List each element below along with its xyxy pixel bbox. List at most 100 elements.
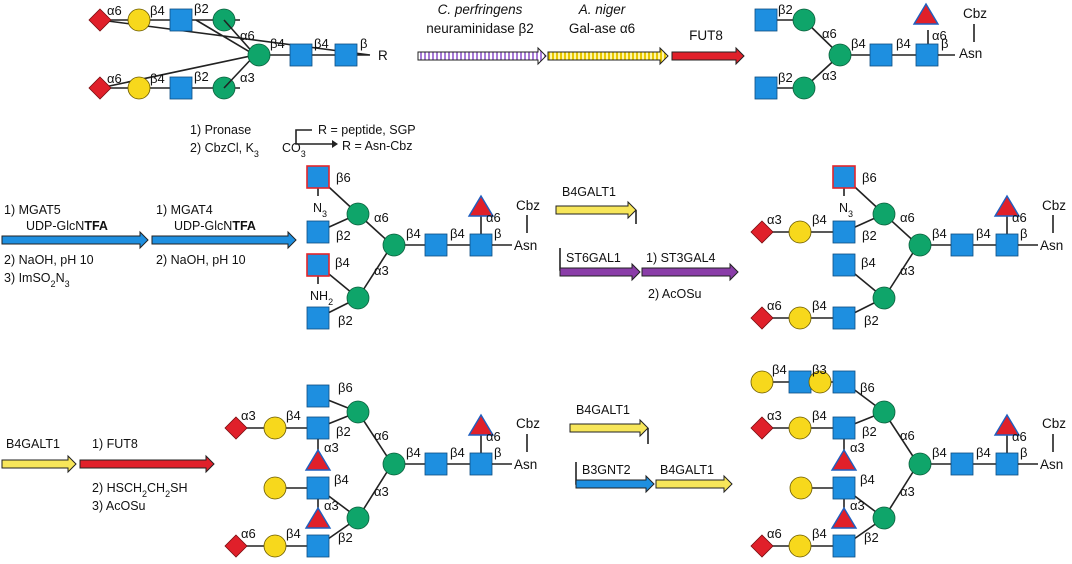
linkage-label: α6 — [900, 210, 915, 225]
enzyme-label: Gal-ase α6 — [569, 21, 635, 36]
linkage-label: β6 — [336, 170, 351, 185]
glcnac-square — [788, 370, 812, 394]
mannose-circle — [792, 8, 816, 32]
step-text: 3) ImSO2N3 — [4, 271, 70, 289]
linkage-label: β4 — [896, 36, 911, 51]
glcnac-square — [424, 233, 448, 257]
linkage-label: α6 — [241, 526, 256, 541]
enzyme-label: B4GALT1 — [576, 403, 630, 417]
glcnac-square — [832, 370, 856, 394]
linkage-label: α3 — [767, 408, 782, 423]
linkage-label: β2 — [864, 313, 879, 328]
glcnac-square — [832, 306, 856, 330]
enzyme-label: ST6GAL1 — [566, 251, 621, 265]
step-text: 2) AcOSu — [648, 287, 702, 301]
glcnac-square — [995, 233, 1019, 257]
linkage-label: β4 — [812, 212, 827, 227]
galactose-circle — [127, 8, 151, 32]
glcnac-square — [832, 253, 856, 277]
glcnac-square — [832, 476, 856, 500]
glcnac-square — [469, 233, 493, 257]
galactose-circle — [263, 534, 287, 558]
glcnac-square — [306, 476, 330, 500]
linkage-label: β4 — [976, 226, 991, 241]
fucose-triangle — [993, 413, 1021, 436]
glcnac-square — [306, 165, 330, 189]
fucose-triangle — [467, 413, 495, 436]
linkage-label: α3 — [822, 68, 837, 83]
cbz-label: Cbz — [1042, 198, 1066, 213]
cbz-label: Cbz — [963, 6, 987, 21]
galactose-circle — [808, 370, 832, 394]
mannose-circle — [908, 452, 932, 476]
mannose-circle — [346, 202, 370, 226]
linkage-label: β4 — [334, 472, 349, 487]
linkage-label: β — [494, 445, 501, 460]
asn-label: Asn — [514, 238, 537, 253]
linkage-label: β2 — [336, 424, 351, 439]
mgat5-arrow — [1, 230, 149, 250]
mannose-circle — [247, 43, 271, 67]
galactose-circle — [263, 476, 287, 500]
linkage-label: β4 — [150, 71, 165, 86]
linkage-label: α3 — [374, 484, 389, 499]
glcnac-square — [306, 384, 330, 408]
sialic-acid-diamond — [750, 416, 774, 440]
glcnac-square — [169, 76, 193, 100]
glycan-azido: N3 NH2 β6 β2 β4 β2 α6 α3 β4 β4 α6 β Cbz … — [306, 165, 540, 330]
linkage-label: α6 — [932, 28, 947, 43]
galactose-circle — [788, 220, 812, 244]
step-text: 3) AcOSu — [92, 499, 146, 513]
enzyme-label: B4GALT1 — [562, 185, 616, 199]
mgat4-arrow — [151, 230, 297, 250]
step-text: 2) HSCH2CH2SH — [92, 481, 187, 499]
mannose-circle — [792, 76, 816, 100]
linkage-label: β2 — [338, 530, 353, 545]
linkage-label: α6 — [240, 28, 255, 43]
linkage-label: β4 — [772, 362, 787, 377]
linkage-label: β4 — [932, 445, 947, 460]
linkage-label: β — [941, 36, 948, 51]
linkage-label: β — [1020, 445, 1027, 460]
b4galt1-arrow — [569, 418, 649, 438]
linkage-label: α3 — [241, 408, 256, 423]
linkage-label: β — [494, 226, 501, 241]
fucose-triangle — [830, 506, 858, 529]
mannose-circle — [382, 233, 406, 257]
galactose-circle — [789, 476, 813, 500]
mannose-circle — [872, 400, 896, 424]
linkage-label: β4 — [932, 226, 947, 241]
sialic-acid-diamond — [750, 306, 774, 330]
glcnac-square — [950, 452, 974, 476]
linkage-label: β4 — [335, 255, 350, 270]
linkage-label: β4 — [860, 472, 875, 487]
b3gnt2-arrow — [575, 474, 655, 494]
step-text: 1) Pronase — [190, 123, 251, 137]
linkage-label: β4 — [406, 445, 421, 460]
fucose-triangle — [993, 194, 1021, 217]
mannose-circle — [872, 286, 896, 310]
linkage-label: β4 — [314, 36, 329, 51]
azide-label: N3 — [313, 201, 327, 219]
step-text: 1) MGAT5 — [4, 203, 61, 217]
mannose-circle — [346, 400, 370, 424]
sialic-acid-diamond — [224, 416, 248, 440]
mannose-circle — [908, 233, 932, 257]
glcnac-square — [754, 8, 778, 32]
linkage-label: β4 — [450, 226, 465, 241]
linkage-label: α3 — [240, 70, 255, 85]
linkage-label: α3 — [767, 212, 782, 227]
row2-mgat-steps: 1) MGAT5 UDP-GlcNTFA 2) NaOH, pH 10 3) I… — [1, 203, 297, 289]
mannose-circle — [346, 506, 370, 530]
linkage-label: α6 — [107, 71, 122, 86]
linkage-label: β6 — [862, 170, 877, 185]
glcnac-square — [306, 306, 330, 330]
glcnac-square — [306, 534, 330, 558]
cbz-label: Cbz — [516, 416, 540, 431]
linkage-label: β6 — [338, 380, 353, 395]
linkage-label: β3 — [812, 362, 827, 377]
glycan-product-final: β4 β3 β6 α3 β4 β2 α3 β4 α3 α6 β4 β2 α6 α… — [750, 362, 1066, 558]
linkage-label: α3 — [324, 440, 339, 455]
linkage-label: α6 — [1012, 210, 1027, 225]
b4galt1-arrow — [555, 200, 637, 220]
